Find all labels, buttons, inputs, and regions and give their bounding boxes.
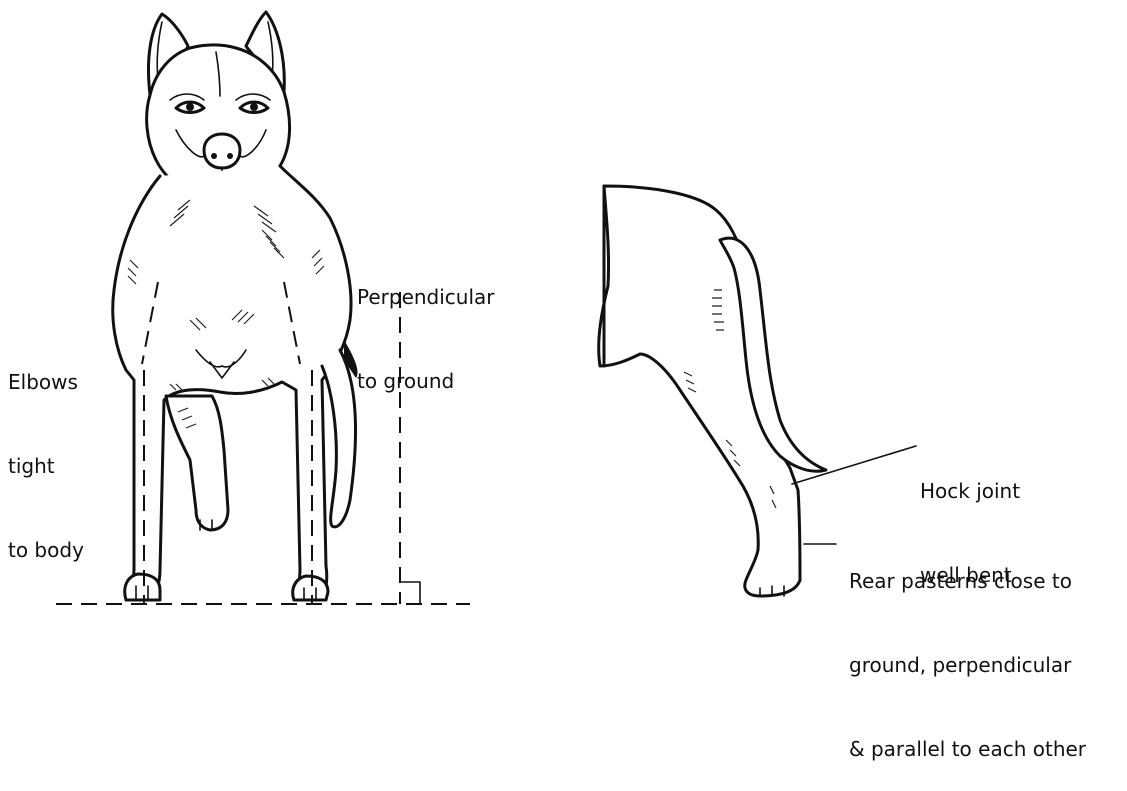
right-front-paw	[293, 576, 328, 600]
perpendicular-label-line-2: to ground	[357, 367, 495, 395]
left-front-paw	[125, 574, 160, 600]
elbows-label-line-1: Elbows	[8, 368, 84, 396]
rear-leg-front-view	[166, 396, 228, 530]
rear-pasterns-label-line-3: & parallel to each other	[849, 735, 1086, 763]
elbows-label: Elbows tight to body	[8, 312, 84, 592]
perpendicular-label: Perpendicular to ground	[357, 227, 495, 423]
rear-pasterns-label-line-2: ground, perpendicular	[849, 651, 1086, 679]
nose	[204, 134, 240, 168]
diagram-canvas: Elbows tight to body Perpendicular to gr…	[0, 0, 1127, 616]
elbows-label-line-2: tight	[8, 452, 84, 480]
elbows-label-line-3: to body	[8, 536, 84, 564]
rear-pasterns-label-line-1: Rear pasterns close to	[849, 567, 1086, 595]
torso	[113, 166, 351, 600]
rear-pasterns-label: Rear pasterns close to ground, perpendic…	[849, 511, 1086, 791]
front-view-dog	[113, 12, 358, 604]
right-angle-marker	[400, 582, 420, 604]
hock-label-line-1: Hock joint	[920, 477, 1020, 505]
perpendicular-label-line-1: Perpendicular	[357, 283, 495, 311]
tail-front-view	[322, 350, 355, 527]
